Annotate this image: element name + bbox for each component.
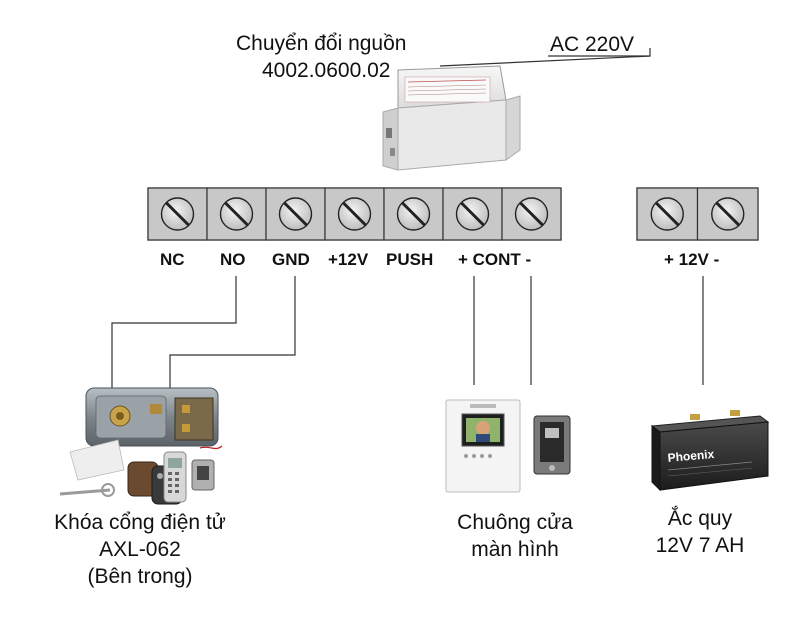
- terminal-label-cont: + CONT -: [458, 250, 532, 269]
- lock-caption-note: (Bên trong): [87, 565, 193, 588]
- battery-brand: Phoenix: [667, 447, 715, 465]
- main-terminal-screw-slot: [460, 201, 485, 227]
- ac-input-wire: [439, 48, 651, 67]
- terminal-label-push: PUSH: [386, 250, 434, 269]
- electric-lock-image: [59, 387, 223, 505]
- wire-gnd-to-lock: [169, 276, 296, 388]
- terminal-label-nc: NC: [160, 250, 185, 269]
- main-terminal-screw-slot: [401, 201, 426, 227]
- power-supply-title: Chuyển đổi nguồn: [236, 32, 407, 55]
- wire-no-to-lock: [111, 276, 237, 388]
- main-terminal-screw-slot: [283, 201, 308, 227]
- doorbell-caption-line1: Chuông cửa: [457, 511, 573, 534]
- battery-caption-line1: Ắc quy: [667, 507, 733, 530]
- battery-terminal-screw-slot: [715, 201, 740, 227]
- terminal-label-no: NO: [220, 250, 246, 269]
- ac-input-label: AC 220V: [550, 33, 635, 56]
- power-supply-model: 4002.0600.02: [262, 59, 391, 82]
- wires: [111, 276, 704, 388]
- battery-image: Phoenix: [650, 410, 770, 492]
- battery-terminal-block: [636, 187, 759, 241]
- main-terminal-block: [147, 187, 562, 241]
- battery-terminal-label: + 12V -: [664, 250, 720, 269]
- battery-caption-line2: 12V 7 AH: [655, 534, 745, 557]
- terminal-label-12v: +12V: [328, 250, 369, 269]
- video-door-monitor-image: [445, 399, 571, 493]
- lock-caption-name: Khóa cổng điện tử: [54, 511, 226, 534]
- battery-terminal-screw-slot: [655, 201, 680, 227]
- main-terminal-screw-slot: [165, 201, 190, 227]
- doorbell-caption-line2: màn hình: [471, 538, 559, 561]
- terminal-label-gnd: GND: [272, 250, 310, 269]
- lock-caption-model: AXL-062: [99, 538, 181, 561]
- main-terminal-screw-slot: [224, 201, 249, 227]
- power-supply-box: [382, 65, 521, 171]
- main-terminal-screw-slot: [342, 201, 367, 227]
- main-terminal-screw-slot: [519, 201, 544, 227]
